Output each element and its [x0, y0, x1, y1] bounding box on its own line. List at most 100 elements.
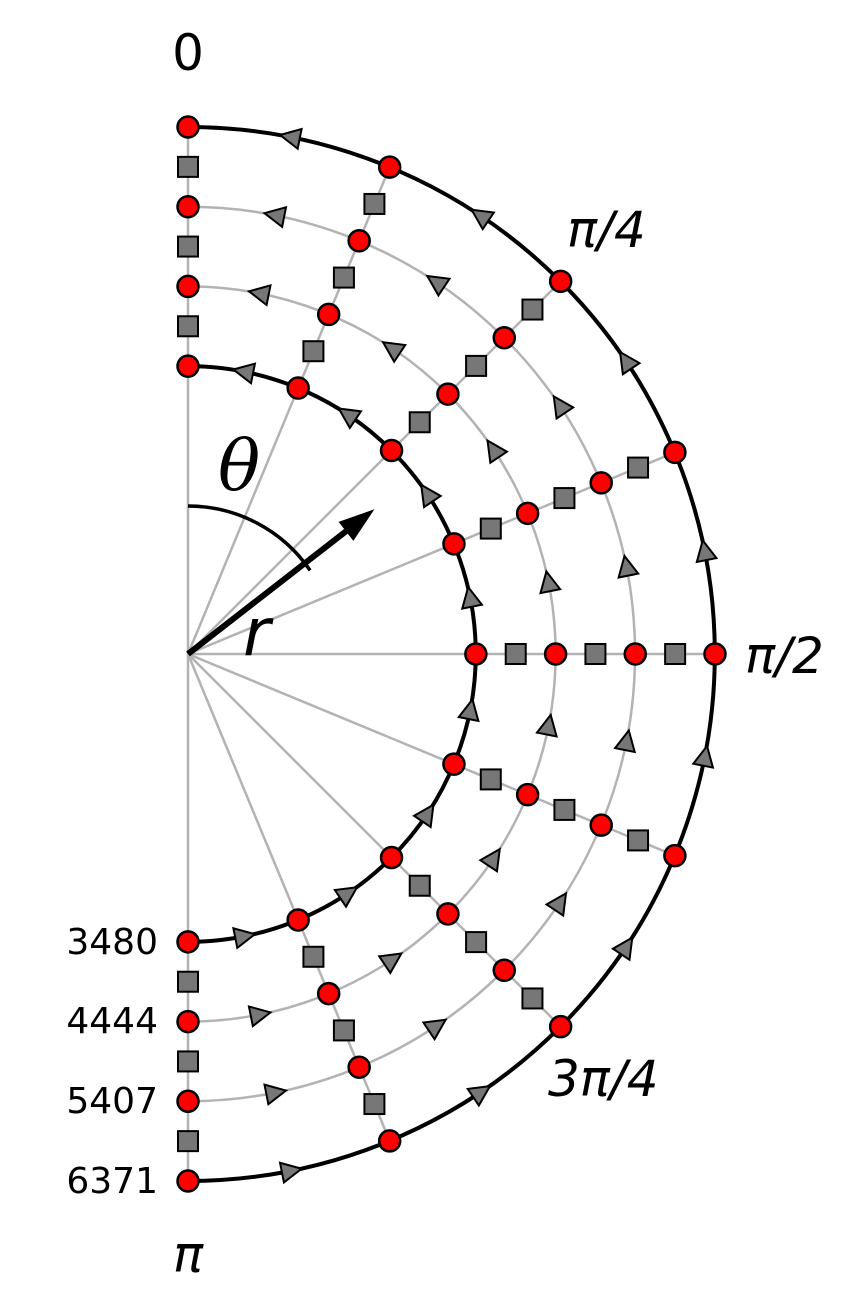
square-marker [504, 643, 527, 665]
triangle-marker [552, 394, 576, 421]
square-marker [408, 874, 431, 897]
square-marker [332, 1019, 355, 1042]
square-marker [465, 354, 488, 377]
grid-node [492, 958, 517, 983]
grid-node [347, 1055, 371, 1079]
grid-node [515, 782, 540, 807]
grid-node [176, 194, 200, 219]
square-marker [479, 768, 502, 791]
grid-node [379, 845, 404, 870]
triangle-marker [478, 847, 502, 873]
theta-label: θ [218, 425, 260, 507]
triangle-marker [421, 1018, 448, 1042]
triangle-marker [486, 438, 509, 465]
triangle-marker [247, 1005, 273, 1028]
grid-node [347, 229, 371, 253]
radius-arrow [186, 504, 375, 657]
grid-node [464, 642, 488, 666]
square-marker [553, 487, 576, 510]
triangle-marker [412, 802, 435, 829]
square-marker [363, 192, 386, 215]
square-marker [177, 1130, 199, 1153]
grid-node [436, 902, 460, 926]
grid-node [436, 382, 460, 406]
grid-node [176, 354, 200, 378]
grid-node [286, 376, 310, 400]
square-marker [177, 970, 199, 993]
square-marker [177, 235, 199, 258]
grid-node [442, 532, 466, 556]
square-marker [584, 643, 607, 665]
square-marker [302, 340, 325, 363]
triangle-marker [466, 1084, 492, 1108]
square-marker [177, 315, 199, 338]
grid-node [589, 471, 613, 495]
triangle-marker [263, 1083, 289, 1107]
triangle-marker [231, 362, 257, 386]
angle-label-pi-4: π/4 [567, 201, 646, 259]
grid-node [176, 930, 200, 954]
triangle-marker [544, 891, 568, 918]
radius-label-3480: 3480 [66, 922, 158, 963]
inner-ray [187, 652, 455, 766]
grid-node [663, 843, 687, 868]
grid-node [176, 1089, 200, 1114]
square-marker [521, 987, 544, 1010]
triangle-marker [277, 127, 303, 151]
angle-label-3pi-4: 3π/4 [548, 1050, 659, 1108]
square-marker [479, 517, 502, 540]
triangle-marker [469, 208, 496, 232]
grid-node [623, 642, 648, 666]
grid-node [286, 908, 310, 932]
grid-node [176, 1009, 200, 1034]
grid-node [316, 981, 341, 1006]
grid-node [548, 269, 573, 294]
grid-node [176, 115, 200, 139]
angle-label-pi: π [173, 1226, 204, 1284]
inner-ray [187, 542, 455, 656]
triangle-marker [691, 743, 715, 769]
grid-node [548, 1014, 573, 1039]
r-arrow-head [338, 509, 375, 541]
triangle-marker [278, 1161, 304, 1185]
triangle-marker [377, 952, 404, 975]
inner-ray [186, 653, 300, 921]
triangle-marker [262, 205, 288, 229]
grid-node [176, 1169, 200, 1193]
square-marker [302, 945, 325, 968]
grid-nodes [176, 115, 727, 1193]
radius-label-6371: 6371 [66, 1161, 158, 1202]
triangle-marker [232, 926, 258, 950]
triangle-marker [381, 340, 407, 364]
triangle-marker [460, 584, 484, 610]
square-markers [177, 155, 687, 1153]
grid-node [316, 302, 341, 327]
square-marker [408, 411, 431, 434]
grid-node [377, 155, 402, 179]
theta-angle-arc [187, 504, 312, 572]
triangle-markers [231, 127, 719, 1185]
triangle-marker [618, 350, 642, 376]
square-marker [363, 1093, 386, 1116]
grid-node [703, 642, 727, 666]
radius-label-5407: 5407 [66, 1081, 158, 1122]
square-marker [465, 931, 488, 954]
grid-node [379, 438, 404, 463]
r-arrow-shaft [186, 525, 353, 657]
square-marker [627, 456, 650, 479]
r-label: r [243, 594, 274, 671]
triangle-marker [617, 553, 641, 579]
triangle-marker [535, 712, 558, 738]
grid-node [176, 274, 200, 299]
square-marker [553, 798, 576, 821]
grid-node [543, 642, 568, 666]
triangle-marker [333, 885, 359, 909]
triangle-marker [456, 697, 480, 723]
triangle-marker [419, 483, 443, 509]
grid-node [492, 325, 517, 350]
inner-ray [187, 449, 393, 655]
angle-label-pi-2: π/2 [745, 627, 824, 685]
triangle-marker [613, 728, 637, 754]
